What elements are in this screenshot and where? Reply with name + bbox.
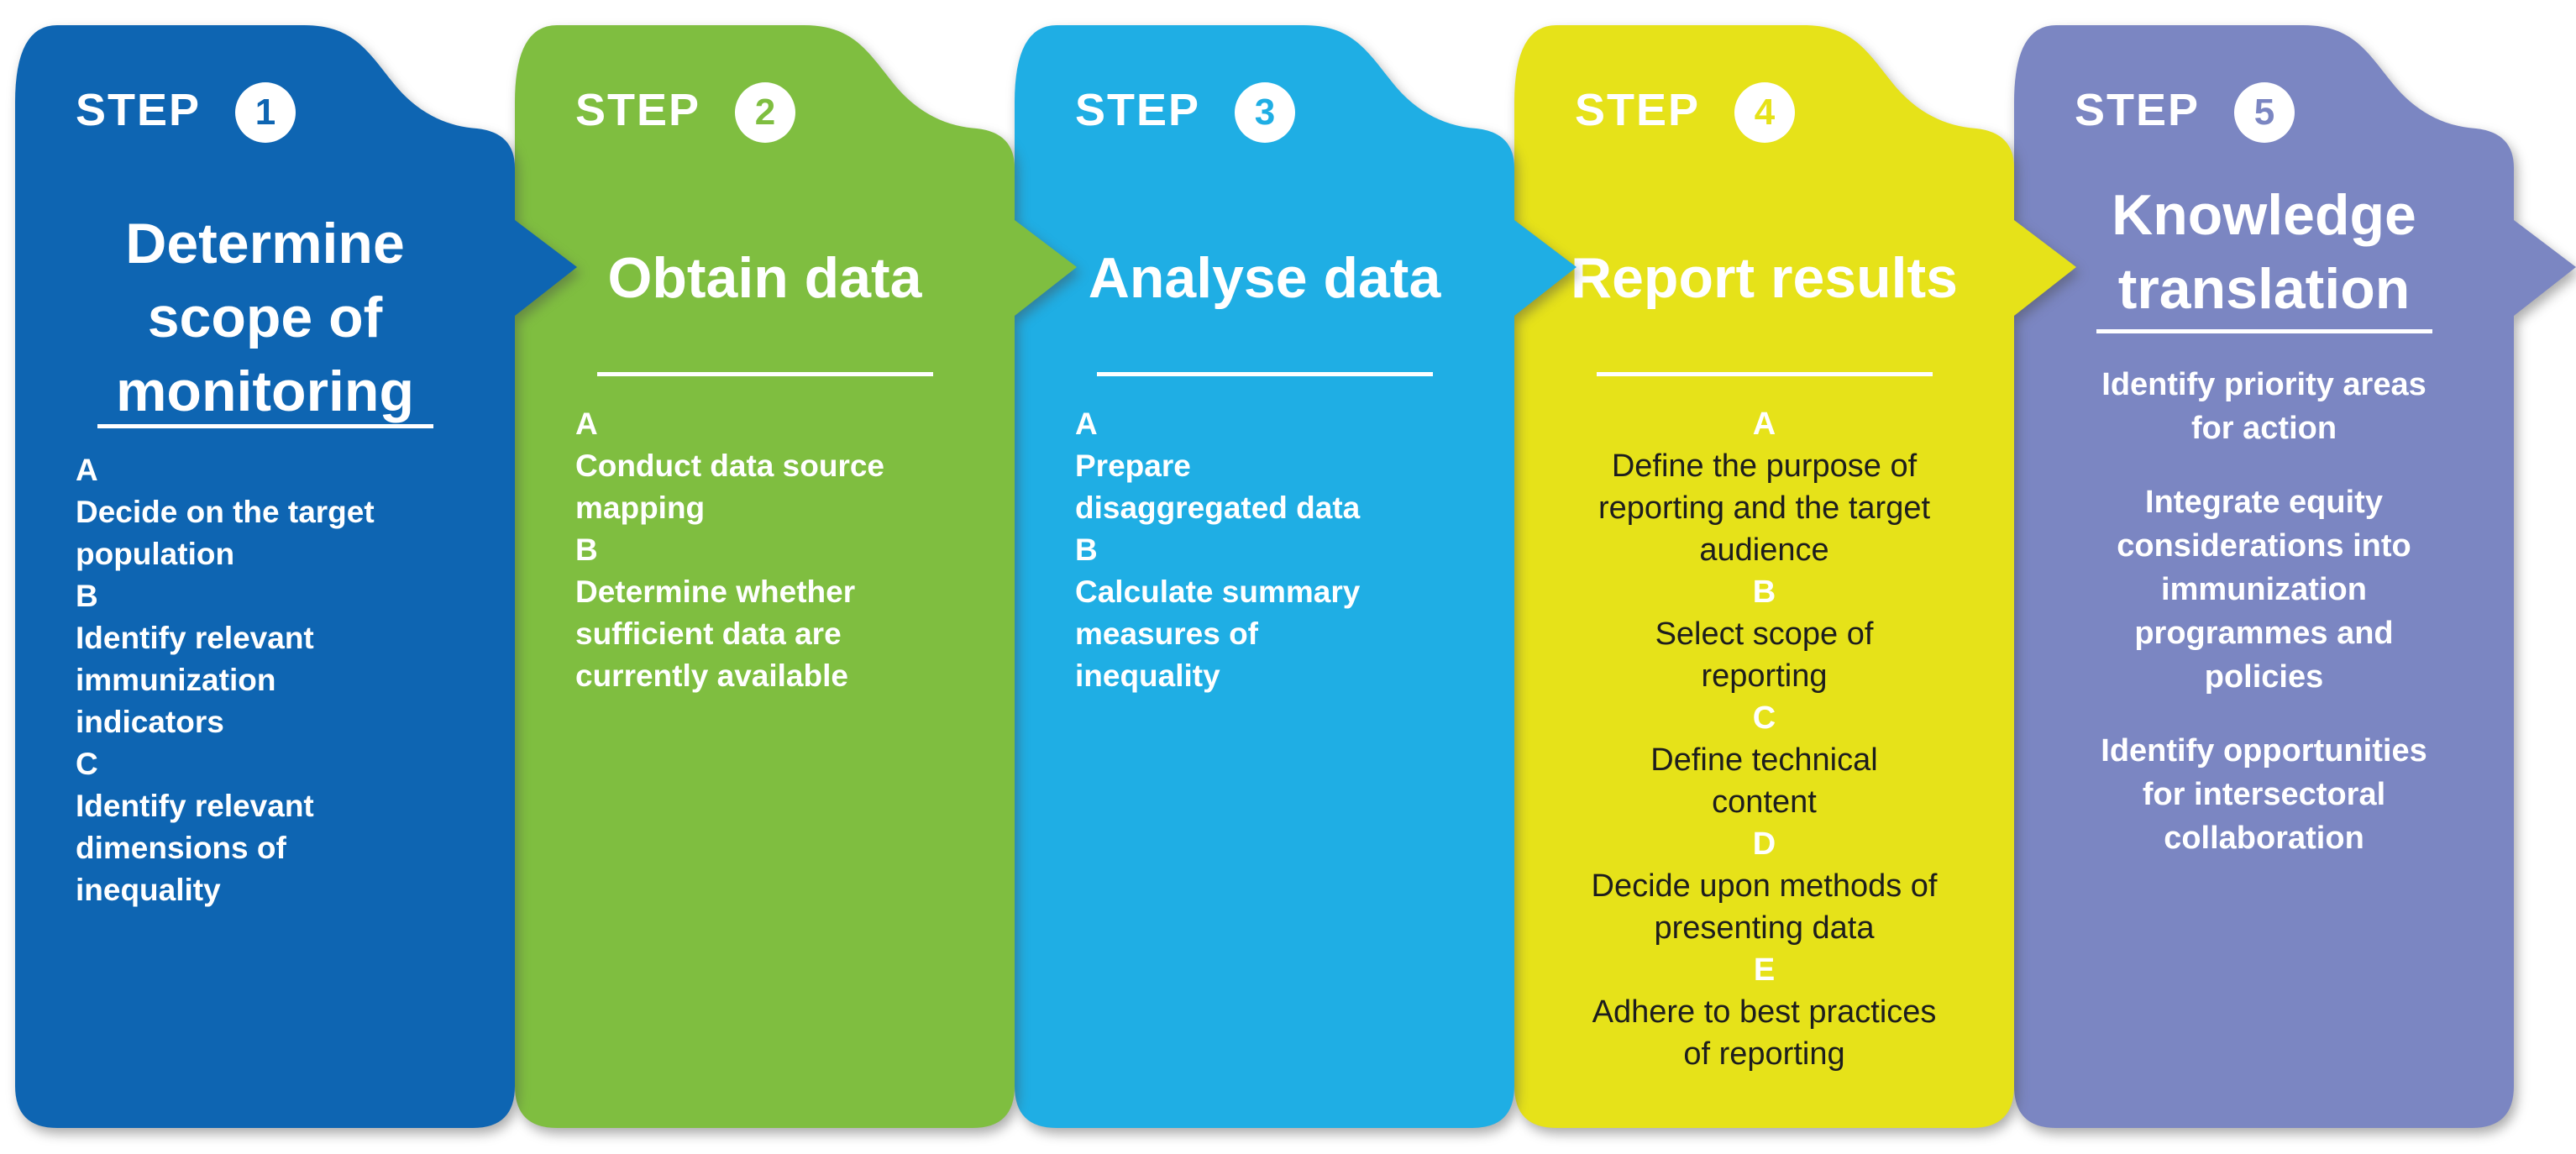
step-4-card-shape xyxy=(1514,25,2076,1128)
step-2-label: STEP xyxy=(575,85,701,135)
step-5-card: STEP 5 Knowledge translation Identify pr… xyxy=(2014,0,2576,1154)
list-item: for intersectoral xyxy=(2142,777,2386,812)
list-item: Identify priority areas xyxy=(2101,367,2426,402)
step-3-number-badge: 3 xyxy=(1235,82,1295,143)
step-5-label: STEP xyxy=(2075,85,2201,135)
step-2-title-line: Obtain data xyxy=(607,246,922,310)
step-2-card-shape xyxy=(515,25,1077,1128)
list-item: C xyxy=(1752,700,1776,736)
step-5-title-line: translation xyxy=(2117,257,2411,321)
list-item: sufficient data are xyxy=(575,616,842,651)
step-4-number-badge: 4 xyxy=(1734,82,1795,143)
list-item: A xyxy=(1075,407,1098,441)
step-5-paragraph: Identify priority areas for action xyxy=(2014,363,2514,450)
list-item: content xyxy=(1712,784,1817,820)
list-item: immunization xyxy=(76,663,276,697)
step-4-title-line: Report results xyxy=(1571,246,1958,310)
step-4-title-underline xyxy=(1597,372,1933,376)
list-item: indicators xyxy=(76,705,224,739)
list-item: policies xyxy=(2204,659,2324,695)
step-1-card: STEP 1 Determine scope of monitoring A D… xyxy=(15,0,586,1154)
step-2-title: Obtain data xyxy=(515,241,1015,315)
list-item: B xyxy=(575,532,598,567)
list-item: C xyxy=(76,747,98,781)
list-item: considerations into xyxy=(2117,528,2411,564)
step-1-body: A Decide on the target population B Iden… xyxy=(76,449,496,911)
step-5-number-badge: 5 xyxy=(2234,82,2295,143)
list-item: population xyxy=(76,537,235,571)
step-1-title-line: Determine xyxy=(125,212,405,275)
step-3-body: A Prepare disaggregated data B Calculate… xyxy=(1075,403,1495,697)
list-item: measures of xyxy=(1075,616,1258,651)
list-item: inequality xyxy=(1075,658,1220,693)
step-5-card-shape xyxy=(2014,25,2576,1128)
step-4-body: A Define the purpose of reporting and th… xyxy=(1514,403,2014,1075)
list-item: presenting data xyxy=(1654,910,1875,946)
list-item: Decide upon methods of xyxy=(1591,868,1938,904)
list-item: Prepare xyxy=(1075,448,1191,483)
list-item: dimensions of xyxy=(76,831,286,865)
step-2-title-underline xyxy=(597,372,933,376)
step-4-title: Report results xyxy=(1514,241,2014,315)
list-item: audience xyxy=(1699,532,1829,568)
step-1-title-line: scope of xyxy=(147,286,383,349)
list-item: mapping xyxy=(575,490,706,525)
step-4-label: STEP xyxy=(1575,85,1701,135)
list-item: immunization xyxy=(2161,572,2367,607)
step-3-label: STEP xyxy=(1075,85,1201,135)
list-item: for action xyxy=(2190,411,2337,446)
list-item: of reporting xyxy=(1683,1036,1845,1072)
step-5-title-line: Knowledge xyxy=(2112,183,2416,247)
list-item: Identify relevant xyxy=(76,621,314,655)
step-1-card-shape xyxy=(15,25,577,1128)
list-item: collaboration xyxy=(2164,821,2364,856)
step-5-paragraph: Identify opportunities for intersectoral… xyxy=(2014,729,2514,860)
list-item: A xyxy=(575,407,598,441)
list-item: currently available xyxy=(575,658,848,693)
step-1-label: STEP xyxy=(76,85,202,135)
step-3-card: STEP 3 Analyse data A Prepare disaggrega… xyxy=(1015,0,1586,1154)
step-5-title-underline xyxy=(2096,329,2432,333)
list-item: D xyxy=(1752,826,1776,862)
list-item: Define the purpose of xyxy=(1611,448,1918,484)
list-item: A xyxy=(76,453,98,487)
list-item: Decide on the target xyxy=(76,495,375,529)
list-item: Define technical xyxy=(1650,742,1878,778)
step-1-title: Determine scope of monitoring xyxy=(15,207,515,428)
list-item: reporting xyxy=(1701,658,1828,694)
list-item: E xyxy=(1753,952,1776,988)
list-item: Adhere to best practices xyxy=(1592,994,1937,1030)
list-item: Conduct data source xyxy=(575,448,884,483)
list-item: B xyxy=(1075,532,1098,567)
list-item: disaggregated data xyxy=(1075,490,1361,525)
list-item: inequality xyxy=(76,873,221,907)
list-item: Integrate equity xyxy=(2145,485,2383,520)
step-2-card: STEP 2 Obtain data A Conduct data source… xyxy=(515,0,1086,1154)
list-item: B xyxy=(76,579,98,613)
step-2-body: A Conduct data source mapping B Determin… xyxy=(575,403,995,697)
list-item: Identify relevant xyxy=(76,789,314,823)
step-1-number-badge: 1 xyxy=(235,82,296,143)
step-3-title-line: Analyse data xyxy=(1088,246,1441,310)
step-2-number-badge: 2 xyxy=(735,82,795,143)
step-5-title: Knowledge translation xyxy=(2014,178,2514,326)
step-3-title-underline xyxy=(1097,372,1433,376)
step-3-card-shape xyxy=(1015,25,1577,1128)
list-item: reporting and the target xyxy=(1598,490,1931,526)
step-3-title: Analyse data xyxy=(1015,241,1514,315)
list-item: A xyxy=(1752,407,1776,442)
step-5-paragraph: Integrate equity considerations into imm… xyxy=(2014,480,2514,699)
list-item: programmes and xyxy=(2134,616,2394,651)
list-item: B xyxy=(1752,574,1776,610)
list-item: Determine whether xyxy=(575,574,856,609)
step-4-card: STEP 4 Report results A Define the purpo… xyxy=(1514,0,2085,1154)
step-1-title-line: monitoring xyxy=(115,359,415,423)
list-item: Identify opportunities xyxy=(2101,733,2427,768)
list-item: Select scope of xyxy=(1655,616,1874,652)
step-1-title-underline xyxy=(97,424,433,428)
list-item: Calculate summary xyxy=(1075,574,1361,609)
step-5-body: Identify priority areas for action Integ… xyxy=(2014,363,2514,890)
